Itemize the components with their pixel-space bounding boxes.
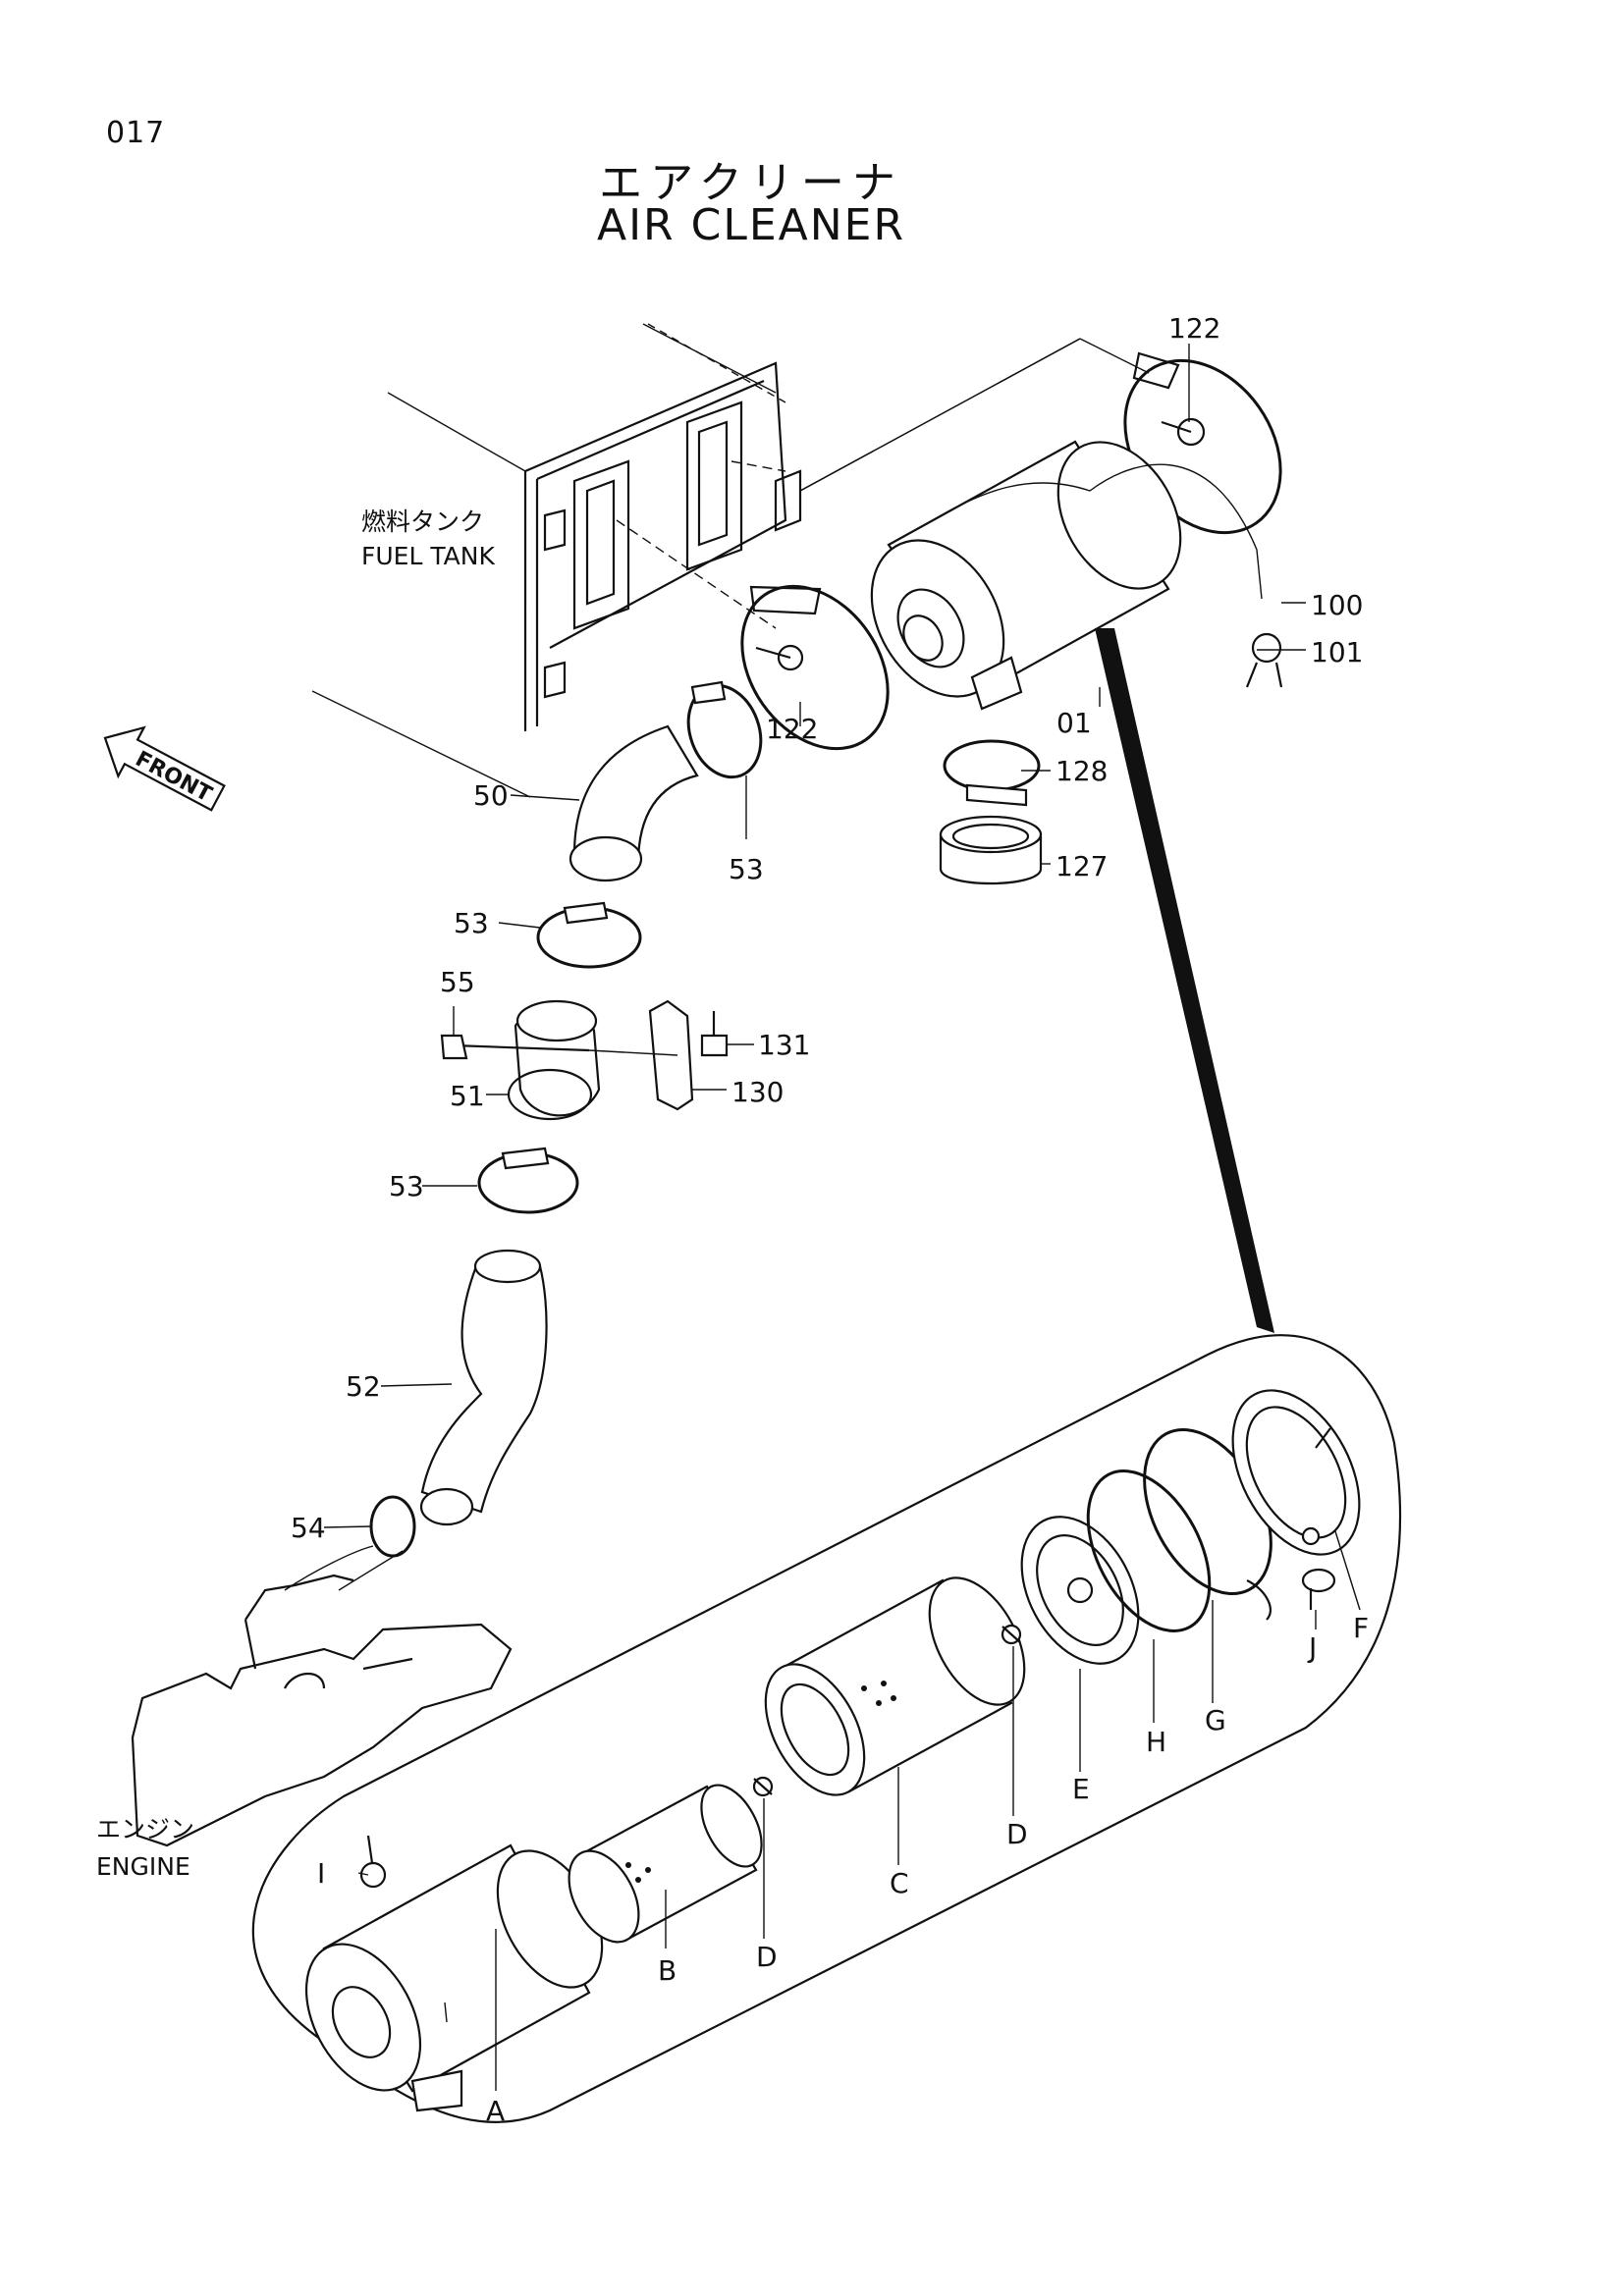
bolt-131 (700, 1011, 729, 1057)
wing-nut-D-lower (752, 1776, 774, 1797)
label-E: E (1072, 1773, 1090, 1805)
safety-element-B (568, 1784, 763, 1944)
wing-nut-D-upper (1001, 1624, 1022, 1645)
label-122-bottom: 122 (766, 713, 818, 745)
front-label: FRONT (132, 747, 216, 808)
label-50: 50 (473, 779, 509, 812)
detail-enclosure (251, 1334, 1402, 2123)
end-cap-F (1231, 1389, 1361, 1556)
engine-label-en: ENGINE (96, 1852, 190, 1881)
clamp-screw-128 (965, 783, 1028, 807)
page-number: 017 (106, 116, 166, 150)
cover-E (1020, 1516, 1140, 1665)
adapter-51 (507, 999, 601, 1121)
label-128: 128 (1056, 755, 1108, 787)
gasket-H (1086, 1469, 1212, 1632)
fuel-tank-label-ja: 燃料タンク (361, 507, 484, 536)
leader-lines (323, 344, 1361, 2091)
label-122-top: 122 (1168, 312, 1220, 345)
label-100: 100 (1311, 589, 1363, 621)
detail-housing-A (304, 1843, 604, 2112)
label-C: C (890, 1867, 909, 1899)
label-131: 131 (758, 1029, 810, 1061)
hose-clamp-54 (369, 1495, 416, 1558)
label-D-lower: D (756, 1941, 778, 1973)
band-bracket-lower (740, 584, 890, 751)
label-F: F (1353, 1612, 1369, 1644)
fuel-tank-panel (311, 323, 1150, 798)
label-53-a: 53 (729, 853, 764, 885)
label-J: J (1307, 1631, 1317, 1664)
label-52: 52 (346, 1370, 381, 1403)
service-indicator-I (359, 1835, 387, 1889)
vacuator-valve-J (1301, 1568, 1336, 1610)
diagram-title-japanese: エアクリーナ (599, 158, 903, 208)
diagram-title-english: AIR CLEANER (596, 200, 906, 250)
hose-clamp-128 (943, 739, 1041, 792)
label-55: 55 (440, 966, 475, 998)
label-D-upper: D (1006, 1818, 1028, 1850)
label-53-c: 53 (389, 1170, 424, 1202)
label-01: 01 (1056, 707, 1092, 739)
label-H: H (1146, 1726, 1166, 1758)
detail-pointer (1095, 628, 1274, 1333)
clamp-screw-upper (690, 680, 727, 705)
fuel-tank-label-en: FUEL TANK (361, 542, 495, 570)
front-arrow: FRONT (103, 725, 226, 812)
bolt-55 (440, 1034, 590, 1060)
label-A: A (486, 2095, 505, 2127)
label-53-b: 53 (454, 907, 489, 939)
label-G: G (1205, 1704, 1226, 1736)
engine-label-ja: エンジン (96, 1815, 194, 1843)
label-101: 101 (1311, 636, 1363, 668)
hose-52 (419, 1249, 548, 1526)
label-130: 130 (731, 1076, 784, 1108)
rubber-sleeve-127 (939, 815, 1043, 885)
label-54: 54 (291, 1512, 326, 1544)
label-I: I (317, 1857, 325, 1890)
elbow-hose-50 (568, 724, 699, 882)
air-cleaner-assembly (870, 440, 1283, 711)
engine-outline (131, 1545, 513, 1847)
label-127: 127 (1056, 850, 1108, 882)
label-51: 51 (450, 1080, 485, 1112)
label-B: B (658, 1954, 677, 1987)
primary-element-C (764, 1576, 1026, 1796)
